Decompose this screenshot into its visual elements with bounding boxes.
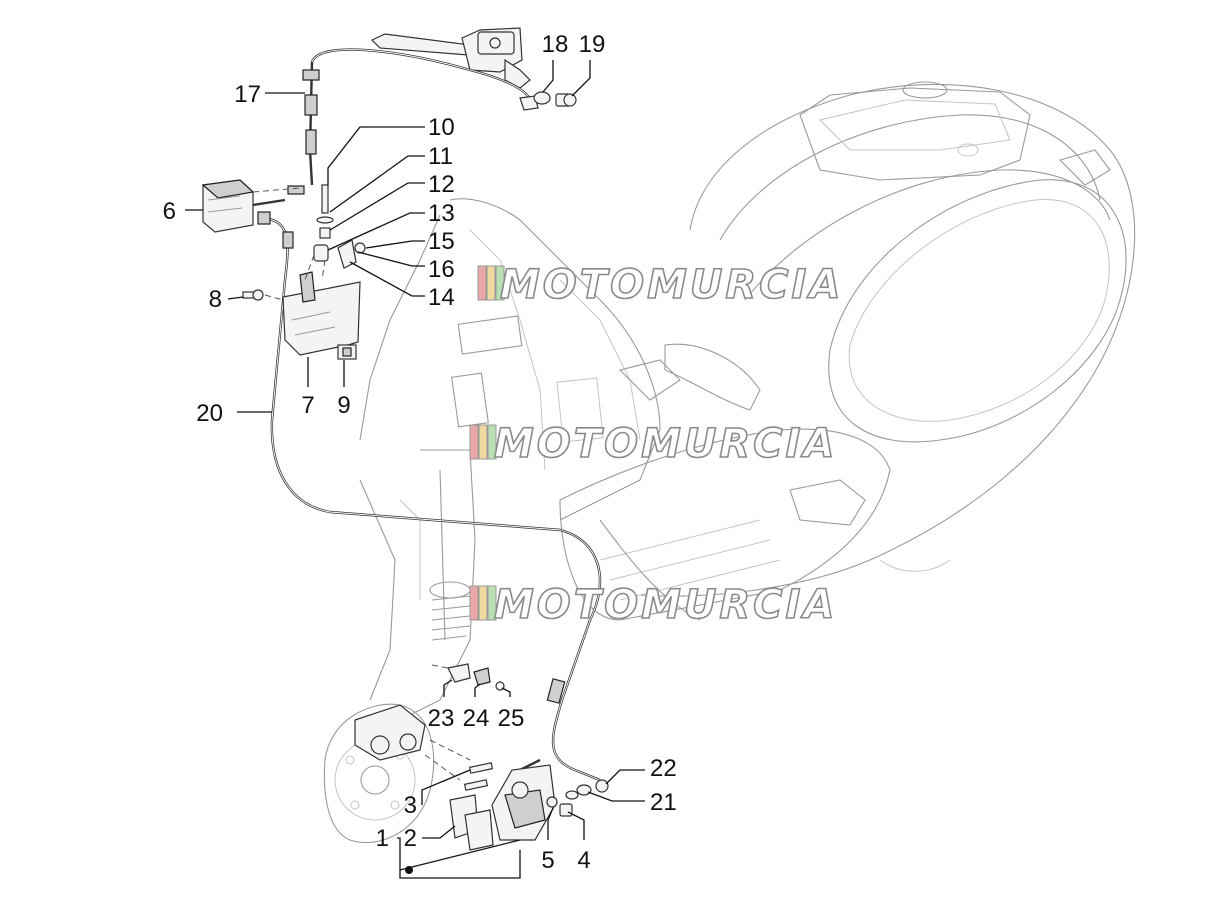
control-unit-6 — [201, 179, 305, 233]
label-22: 22 — [650, 755, 677, 782]
brake-hose-17 — [302, 48, 539, 186]
label-23: 23 — [428, 705, 455, 732]
label-3: 3 — [404, 792, 417, 819]
label-25: 25 — [498, 705, 525, 732]
label-1: 1 — [376, 825, 389, 852]
label-8: 8 — [209, 286, 222, 313]
bolt-8 — [242, 289, 284, 301]
leader-lines — [185, 60, 645, 879]
label-15: 15 — [428, 228, 455, 255]
label-13: 13 — [428, 200, 455, 227]
watermark-2: MOTOMURCIA — [469, 420, 837, 468]
part-labels: 1 2 3 4 5 6 7 8 9 10 11 12 13 14 15 16 1… — [163, 31, 677, 874]
label-11: 11 — [428, 143, 453, 170]
label-17: 17 — [234, 81, 261, 108]
label-14: 14 — [428, 284, 455, 311]
label-16: 16 — [428, 256, 455, 283]
caliper-assembly-dot — [405, 866, 413, 874]
brake-caliper-1 — [424, 739, 609, 851]
hose-clips-23-24-25 — [431, 663, 505, 691]
label-19: 19 — [579, 31, 606, 58]
brake-hose-20 — [257, 211, 602, 782]
watermark-text: MOTOMURCIA — [494, 421, 837, 467]
label-24: 24 — [463, 705, 490, 732]
watermark-text: MOTOMURCIA — [500, 262, 843, 308]
label-9: 9 — [337, 392, 350, 419]
label-6: 6 — [163, 198, 176, 225]
hose-fitting-18-19 — [533, 91, 577, 107]
brake-lever-and-master-cylinder — [370, 27, 531, 89]
label-2: 2 — [404, 825, 417, 852]
scooter-body-outline — [323, 81, 1136, 844]
watermark-3: MOTOMURCIA — [469, 581, 837, 629]
label-12: 12 — [428, 171, 455, 198]
label-10: 10 — [428, 114, 455, 141]
label-21: 21 — [650, 789, 677, 816]
watermark-text: MOTOMURCIA — [494, 582, 837, 628]
label-20: 20 — [196, 400, 223, 427]
mounting-bracket-7 — [282, 271, 361, 360]
label-18: 18 — [542, 31, 569, 58]
watermark-1: MOTOMURCIA — [477, 261, 843, 309]
small-parts-10-to-16 — [304, 184, 366, 281]
label-7: 7 — [301, 392, 314, 419]
label-5: 5 — [541, 847, 554, 874]
label-4: 4 — [577, 847, 590, 874]
